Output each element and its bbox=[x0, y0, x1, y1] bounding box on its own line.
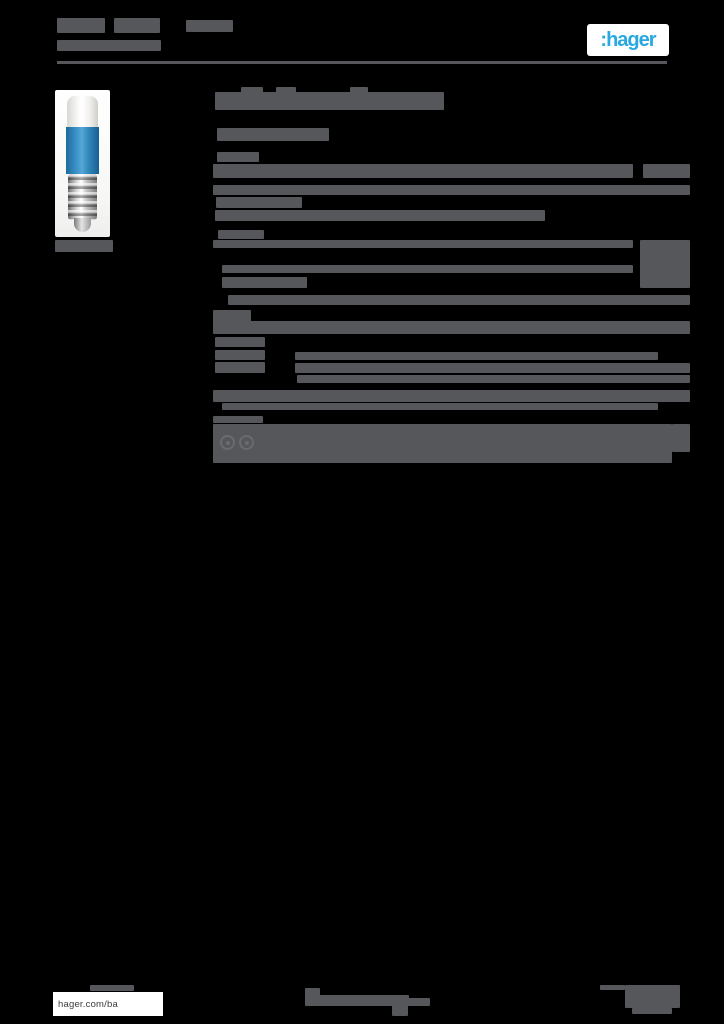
redacted-text-bar bbox=[213, 240, 633, 248]
redacted-text-bar bbox=[640, 240, 690, 288]
redacted-text-bar bbox=[600, 985, 625, 990]
redacted-text-bar bbox=[213, 185, 690, 195]
lamp-cap bbox=[67, 96, 98, 129]
redacted-text-bar bbox=[218, 230, 264, 239]
redacted-text-bar bbox=[643, 164, 690, 178]
redacted-text-bar bbox=[672, 424, 690, 452]
hager-logo-text: :hager bbox=[600, 29, 656, 51]
redacted-text-bar bbox=[57, 18, 105, 33]
redacted-text-bar bbox=[186, 20, 233, 32]
redacted-text-bar bbox=[90, 985, 134, 991]
redacted-text-bar bbox=[215, 210, 545, 221]
header-divider bbox=[57, 61, 667, 64]
redacted-text-bar bbox=[215, 350, 265, 360]
lamp-screw-base bbox=[68, 174, 97, 220]
redacted-text-bar bbox=[213, 424, 672, 463]
redacted-text-bar bbox=[55, 240, 113, 252]
redacted-text-bar bbox=[625, 985, 680, 1008]
redacted-text-bar bbox=[215, 337, 265, 347]
redacted-text-bar bbox=[217, 128, 329, 141]
redacted-text-bar bbox=[57, 40, 161, 51]
indicator-circle-icon bbox=[239, 435, 254, 450]
indicator-circle-icon bbox=[220, 435, 235, 450]
redacted-text-bar bbox=[215, 362, 265, 373]
redacted-text-bar bbox=[305, 995, 409, 1006]
footer-website-box: hager.com/ba bbox=[53, 992, 163, 1016]
hager-logo: :hager bbox=[587, 24, 669, 56]
redacted-text-bar bbox=[392, 1005, 408, 1016]
footer-website-link[interactable]: hager.com/ba bbox=[58, 998, 118, 1010]
redacted-text-bar bbox=[213, 416, 263, 423]
redacted-text-bar bbox=[297, 375, 690, 383]
redacted-text-bar bbox=[216, 197, 302, 208]
redacted-text-bar bbox=[222, 277, 307, 288]
redacted-text-bar bbox=[632, 1008, 672, 1014]
redacted-text-bar bbox=[217, 152, 259, 162]
hager-logo-colon-icon: : bbox=[600, 29, 607, 51]
redacted-text-bar bbox=[295, 352, 658, 360]
redacted-text-bar bbox=[222, 265, 633, 273]
redacted-text-bar bbox=[350, 87, 368, 94]
redacted-text-bar bbox=[213, 164, 633, 178]
lamp-contact-tip bbox=[74, 218, 91, 232]
e10-lamp-icon bbox=[66, 96, 99, 232]
redacted-text-bar bbox=[222, 403, 658, 410]
redacted-text-bar bbox=[295, 363, 690, 373]
redacted-text-bar bbox=[241, 87, 263, 94]
product-photo bbox=[55, 90, 110, 237]
redacted-text-bar bbox=[408, 998, 430, 1006]
redacted-text-bar bbox=[213, 390, 690, 402]
redacted-text-bar bbox=[305, 988, 320, 996]
redacted-text-bar bbox=[213, 321, 690, 334]
redacted-text-bar bbox=[215, 92, 444, 110]
redacted-text-bar bbox=[213, 310, 251, 324]
redacted-text-bar bbox=[228, 295, 690, 305]
redacted-text-bar bbox=[114, 18, 160, 33]
redacted-text-bar bbox=[276, 87, 296, 94]
lamp-blue-body bbox=[66, 127, 99, 174]
